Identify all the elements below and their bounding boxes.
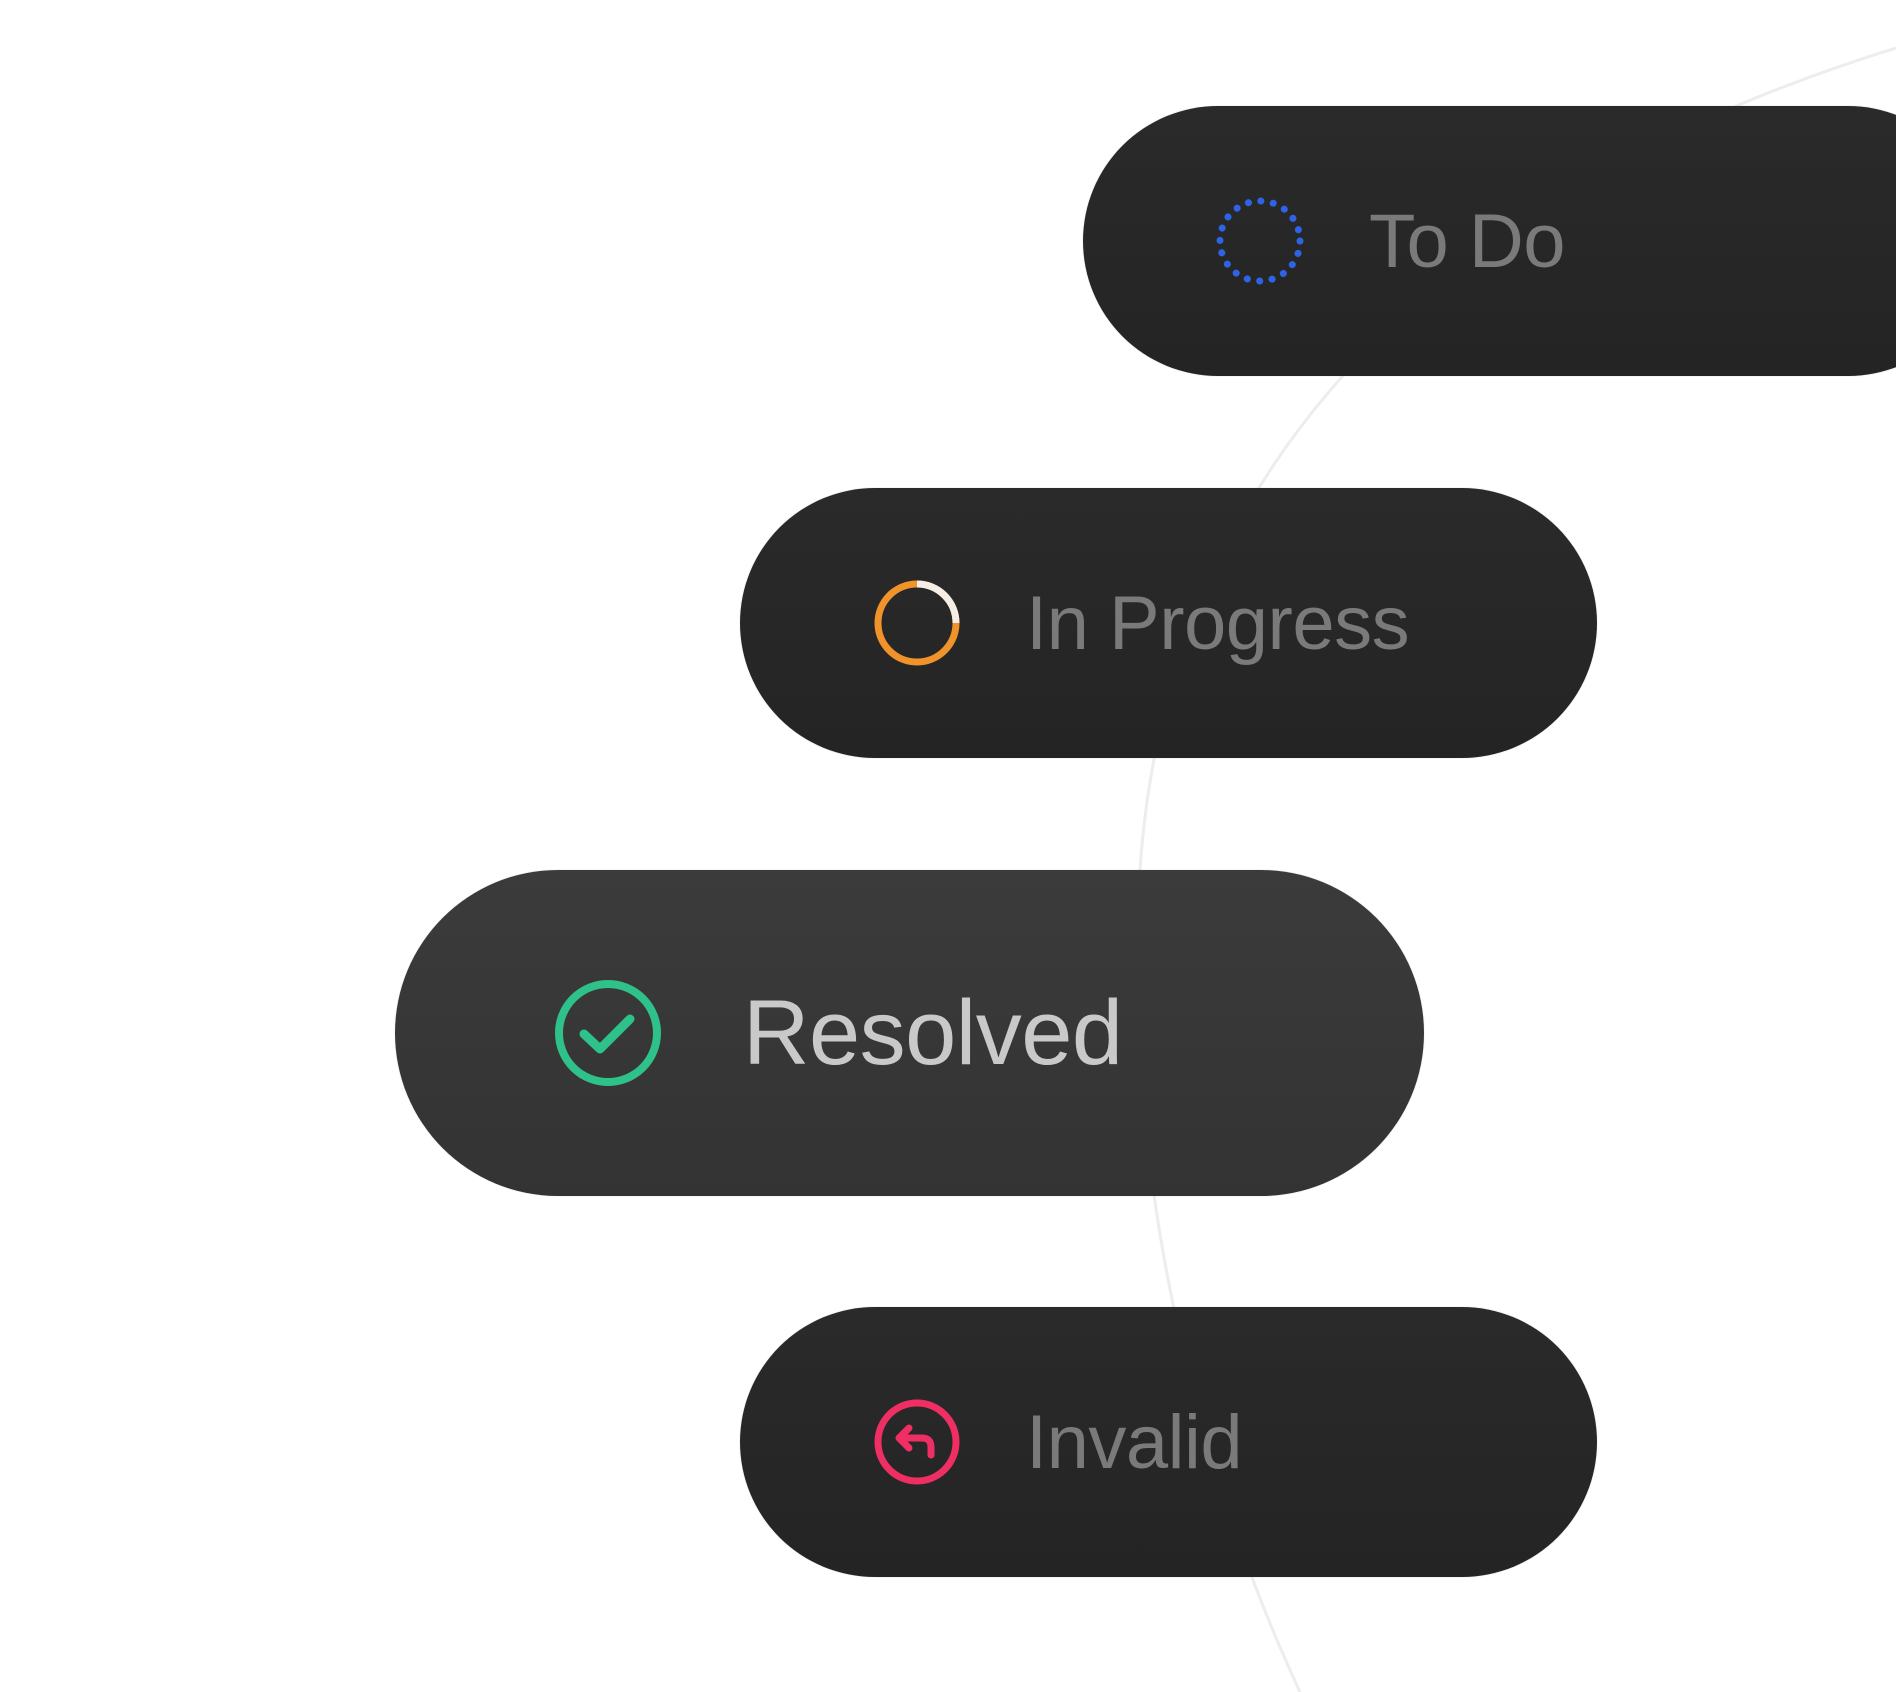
status-label-todo: To Do — [1369, 198, 1566, 284]
status-pill-resolved[interactable]: Resolved — [395, 870, 1424, 1196]
status-label-invalid: Invalid — [1026, 1399, 1243, 1485]
dotted-circle-icon — [1216, 197, 1304, 285]
status-pill-invalid[interactable]: Invalid — [740, 1307, 1597, 1577]
status-pill-todo[interactable]: To Do — [1083, 106, 1896, 376]
status-label-in-progress: In Progress — [1026, 580, 1410, 666]
undo-circle-icon — [874, 1399, 960, 1485]
status-label-resolved: Resolved — [743, 981, 1123, 1084]
check-circle-icon — [555, 980, 661, 1086]
progress-ring-icon — [874, 580, 960, 666]
status-pill-in-progress[interactable]: In Progress — [740, 488, 1597, 758]
